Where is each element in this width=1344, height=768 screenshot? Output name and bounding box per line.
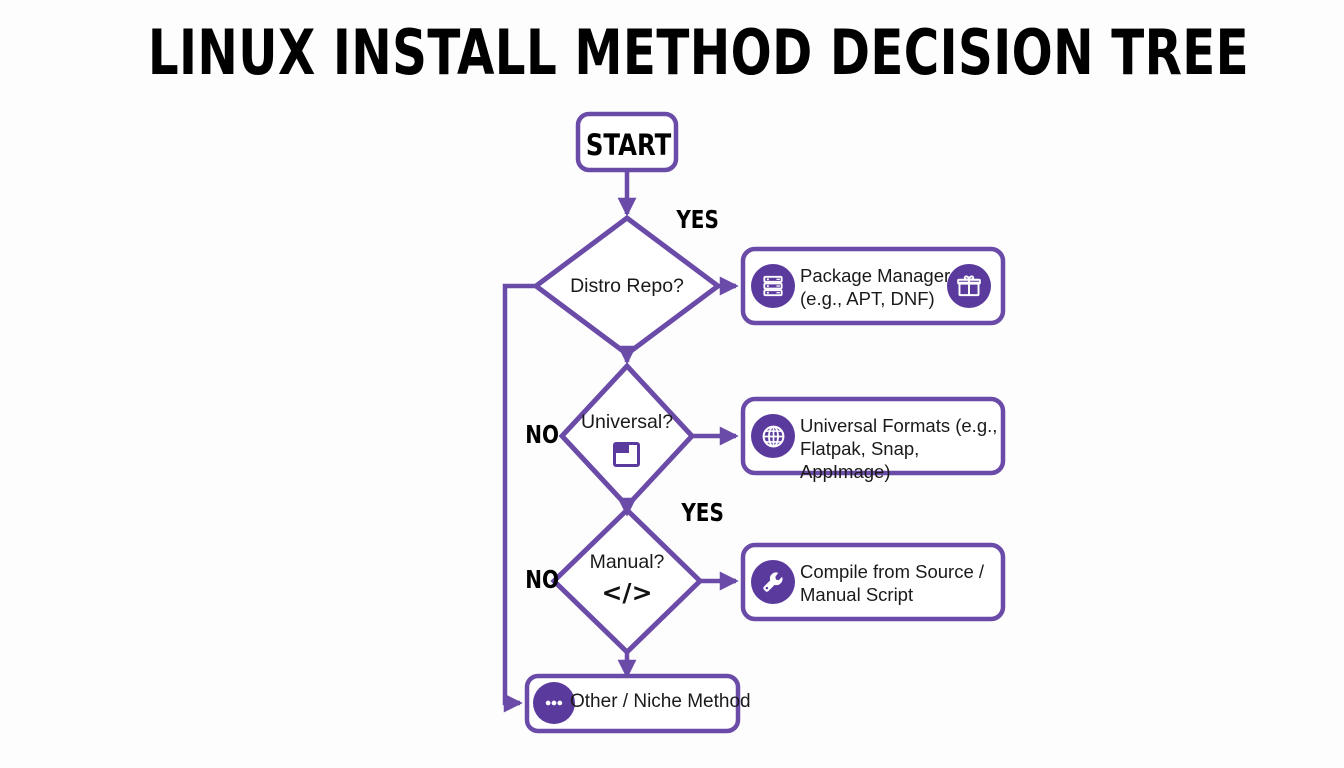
edge-no-branch-spine: [502, 283, 536, 713]
ellipsis-icon: [533, 682, 575, 724]
result-universal-formats-shape[interactable]: [740, 396, 1006, 476]
result-compile-source-label: Compile from Source /Manual Script: [800, 560, 1005, 606]
result-package-manager-label: Package Manager(e.g., APT, DNF): [800, 264, 1000, 310]
page-title: LINUX INSTALL METHOD DECISION TREE: [147, 16, 1250, 89]
result-universal-formats-label: Universal Formats (e.g.,Flatpak, Snap, A…: [800, 414, 1012, 483]
decision-distro-repo-label: Distro Repo?: [570, 275, 684, 297]
decision-universal-shape[interactable]: [558, 362, 696, 510]
start-node-label: START: [585, 128, 672, 162]
edge-label-no-universal: NO: [525, 420, 559, 449]
decision-manual-label: Manual?: [589, 551, 665, 573]
result-line-1: Compile from Source /: [800, 561, 985, 582]
result-compile-source-shape[interactable]: [740, 542, 1006, 622]
edge-label-yes-distro: YES: [676, 205, 719, 234]
edge-label-yes-manual: YES: [681, 498, 724, 527]
result-line-1: Package Manager: [800, 265, 951, 286]
server-stack-icon: [751, 264, 795, 308]
result-line-2: (e.g., APT, DNF): [800, 288, 935, 309]
result-line-1: Universal Formats (e.g.,: [800, 415, 998, 436]
code-glyph-icon: </>: [601, 578, 653, 607]
wrench-icon: [751, 560, 795, 604]
result-package-manager-shape[interactable]: [740, 246, 1006, 326]
edge-label-no-manual: NO: [525, 565, 559, 594]
result-line-2: Manual Script: [800, 584, 914, 605]
window-icon: [613, 442, 640, 467]
result-line-2: Flatpak, Snap, AppImage): [800, 438, 920, 482]
gift-box-icon: [947, 264, 991, 308]
globe-icon: [751, 414, 795, 458]
terminal-other-niche-label: Other / Niche Method: [570, 691, 751, 712]
decision-universal-label: Universal?: [580, 411, 674, 433]
terminal-other-niche-shape[interactable]: [524, 673, 741, 734]
